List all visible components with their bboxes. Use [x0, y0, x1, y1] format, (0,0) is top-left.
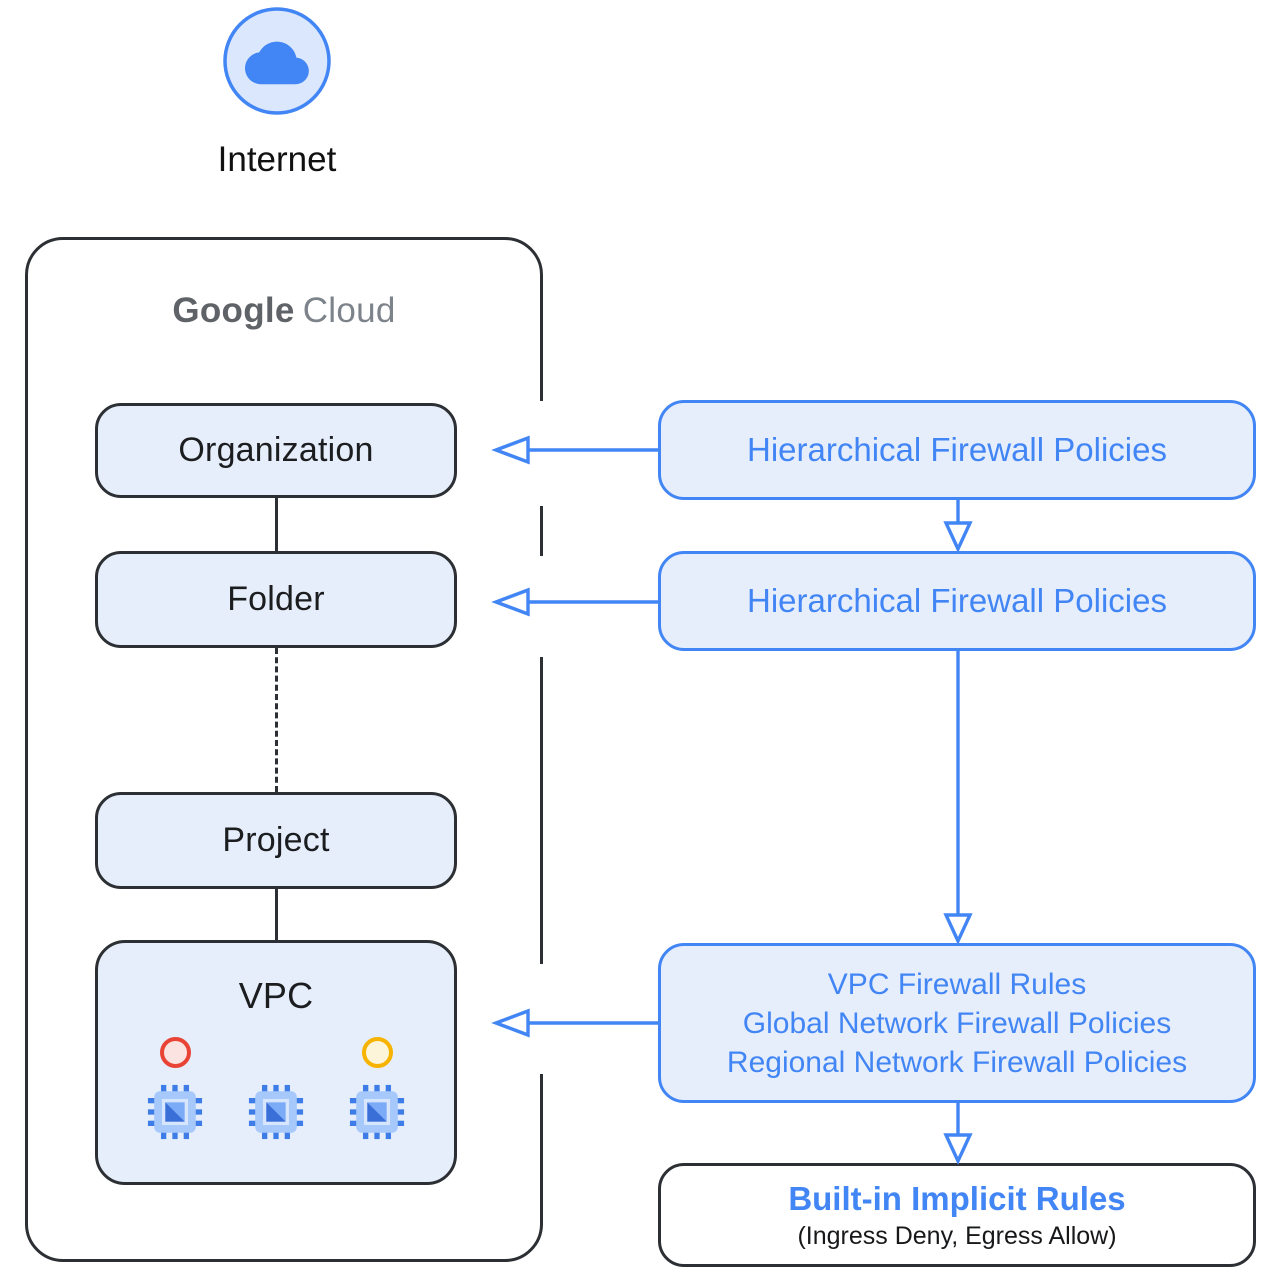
- connector-folder-project-dashed: [275, 648, 278, 792]
- folder-node: Folder: [95, 551, 457, 648]
- vpc-firewall-rules-label: VPC Firewall Rules: [827, 967, 1087, 1001]
- vpc-node: VPC: [95, 940, 457, 1185]
- project-node: Project: [95, 792, 457, 889]
- compute-engine-chip-icon: [349, 1084, 405, 1140]
- border-gap: [537, 964, 549, 1074]
- connector-org-folder: [275, 498, 278, 551]
- network-firewall-rules-box: VPC Firewall Rules Global Network Firewa…: [658, 943, 1256, 1103]
- google-wordmark: Google: [172, 291, 295, 330]
- border-gap: [537, 401, 549, 506]
- border-gap: [537, 556, 549, 657]
- connector-project-vpc: [275, 889, 278, 940]
- builtin-rules-title: Built-in Implicit Rules: [788, 1180, 1126, 1217]
- global-network-policies-label: Global Network Firewall Policies: [742, 1006, 1172, 1040]
- hierarchical-policy-box-folder: Hierarchical Firewall Policies: [658, 551, 1256, 651]
- hierarchical-policy-folder-label: Hierarchical Firewall Policies: [747, 582, 1167, 619]
- builtin-rules-subtitle: (Ingress Deny, Egress Allow): [797, 1222, 1117, 1250]
- organization-node: Organization: [95, 403, 457, 498]
- project-label: Project: [222, 821, 330, 859]
- folder-label: Folder: [227, 580, 325, 618]
- vpc-label: VPC: [238, 975, 314, 1016]
- organization-label: Organization: [178, 431, 374, 469]
- red-status-dot-icon: [160, 1037, 191, 1068]
- regional-network-policies-label: Regional Network Firewall Policies: [726, 1045, 1188, 1079]
- compute-engine-chip-icon: [248, 1084, 304, 1140]
- internet-label: Internet: [217, 140, 337, 179]
- cloud-icon: [223, 7, 331, 115]
- yellow-status-dot-icon: [362, 1037, 393, 1068]
- hierarchical-policy-box-org: Hierarchical Firewall Policies: [658, 400, 1256, 500]
- hierarchical-policy-org-label: Hierarchical Firewall Policies: [747, 431, 1167, 468]
- builtin-implicit-rules-box: Built-in Implicit Rules (Ingress Deny, E…: [658, 1163, 1256, 1267]
- compute-engine-chip-icon: [147, 1084, 203, 1140]
- cloud-wordmark: Cloud: [302, 291, 396, 330]
